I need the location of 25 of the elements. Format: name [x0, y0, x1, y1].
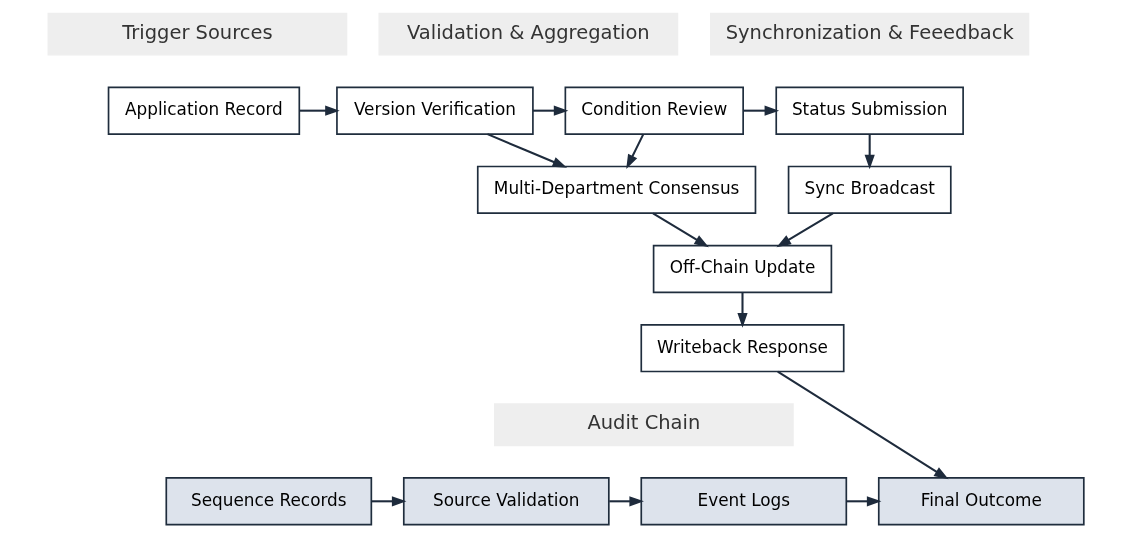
node-box: Event Logs: [639, 477, 847, 526]
arrow: [486, 133, 567, 168]
arrow: [776, 212, 833, 248]
node-box: Version Verification: [335, 86, 534, 135]
arrow: [736, 292, 748, 328]
node-box: Final Outcome: [877, 477, 1085, 526]
arrow: [532, 105, 568, 116]
node-box: Writeback Response: [639, 323, 845, 373]
node-box: Source Validation: [402, 477, 610, 526]
node-box: Multi-Department Consensus: [476, 165, 756, 215]
node-box: Sync Broadcast: [787, 165, 952, 215]
arrow: [864, 134, 875, 170]
node-box: Condition Review: [564, 86, 744, 135]
arrow: [652, 212, 709, 248]
arrow: [299, 105, 340, 116]
arrow: [846, 496, 881, 507]
arrow: [776, 370, 949, 480]
arrow: [742, 105, 779, 116]
node-box: Status Submission: [774, 86, 964, 135]
node-box: Off-Chain Update: [652, 244, 832, 294]
node-box: Sequence Records: [164, 477, 372, 526]
arrow: [608, 496, 644, 507]
node-box: Application Record: [107, 86, 300, 135]
arrow: [371, 496, 406, 507]
arrow: [625, 133, 644, 169]
